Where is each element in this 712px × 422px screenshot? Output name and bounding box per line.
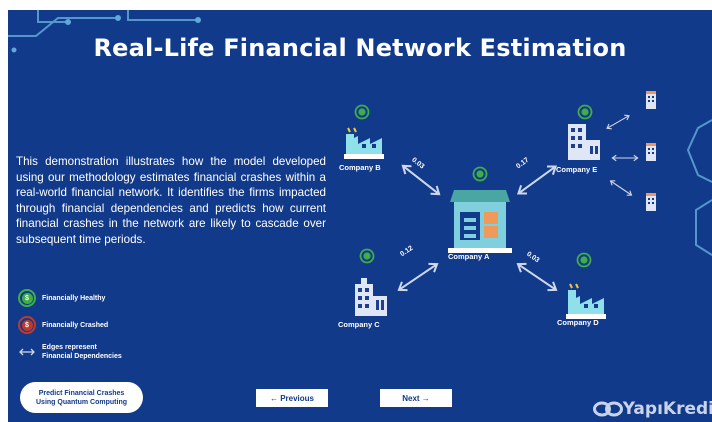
- edge-e-3: [608, 178, 634, 198]
- edge-e-2: [611, 154, 639, 162]
- legend-crashed-label: Financially Crashed: [42, 321, 109, 329]
- brand-logo: YapıKredi: [592, 399, 712, 419]
- double-arrow-icon: [19, 348, 35, 356]
- office-building-icon: [355, 248, 387, 316]
- coin-healthy-icon: $: [18, 289, 36, 307]
- brand-logo-icon: [592, 401, 623, 417]
- description-text: This demonstration illustrates how the m…: [16, 155, 326, 246]
- next-button[interactable]: Next →: [380, 389, 452, 407]
- coin-crashed-icon: $: [18, 316, 36, 334]
- network-diagram: [344, 91, 656, 319]
- circuit-decoration: [8, 10, 712, 256]
- mini-building-icon: [646, 193, 656, 211]
- edge-e-1: [605, 112, 631, 132]
- mini-building-icon: [646, 91, 656, 109]
- legend-crashed: $ Financially Crashed: [18, 316, 108, 334]
- slide: Real-Life Financial Network Estimation T…: [8, 10, 712, 422]
- legend-healthy-label: Financially Healthy: [42, 294, 106, 302]
- warehouse-icon: [448, 166, 512, 253]
- company-d-label: Company D: [557, 318, 599, 327]
- company-c-label: Company C: [338, 320, 380, 329]
- previous-button[interactable]: ← Previous: [256, 389, 328, 407]
- office-building-icon: [568, 104, 600, 160]
- page-title: Real-Life Financial Network Estimation: [93, 34, 627, 62]
- legend-healthy: $ Financially Healthy: [18, 289, 105, 307]
- factory-icon: [344, 104, 384, 159]
- company-e-label: Company E: [556, 165, 598, 174]
- company-b-label: Company B: [339, 163, 381, 172]
- mini-building-icon: [646, 143, 656, 161]
- factory-icon: [566, 252, 606, 319]
- brand-name: YapıKredi: [622, 399, 712, 419]
- edge-c-a: [395, 258, 441, 296]
- company-a-label: Company A: [448, 252, 490, 261]
- edge-d-a: [514, 258, 560, 296]
